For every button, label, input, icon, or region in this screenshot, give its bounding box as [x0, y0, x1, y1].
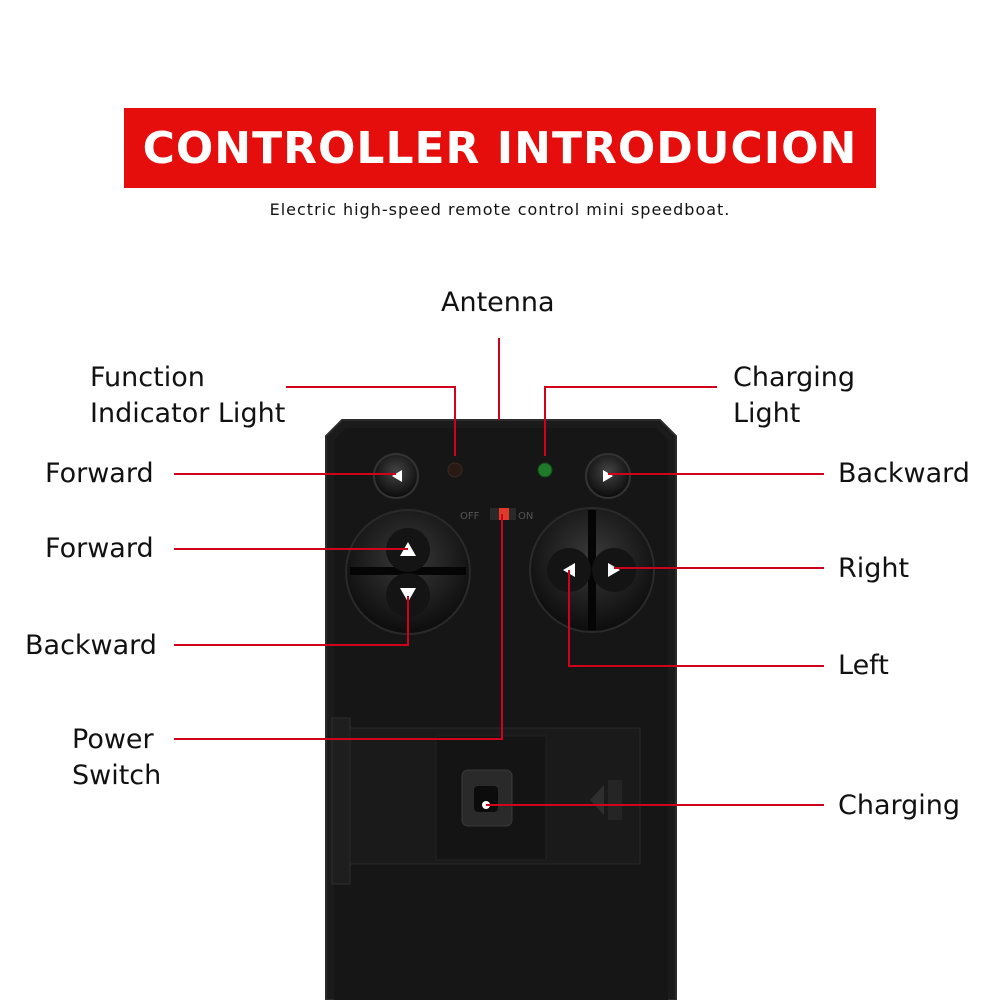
- forward-small-arrow-icon: [392, 470, 402, 482]
- charging-light-label-line1: Charging: [733, 362, 856, 393]
- charging-label: Charging: [838, 790, 961, 821]
- function-indicator-label-line1: Function: [90, 362, 205, 393]
- switch-on-text: ON: [518, 511, 533, 522]
- backward-small-label: Backward: [838, 458, 970, 489]
- forward-label: Forward: [45, 533, 154, 564]
- title-banner: CONTROLLER INTRODUCION: [124, 108, 876, 188]
- power-switch-label-line1: Power: [72, 724, 154, 755]
- switch-off-text: OFF: [460, 511, 480, 522]
- function-indicator-light: [447, 462, 463, 478]
- cover-arrow-icon: [590, 785, 604, 815]
- charging-light-leader: [544, 386, 717, 456]
- forward-small-label: Forward: [45, 458, 154, 489]
- right-label: Right: [838, 553, 910, 584]
- power-switch-label-line2: Switch: [72, 760, 162, 791]
- charging-indicator-light: [537, 462, 553, 478]
- backward-label: Backward: [25, 630, 157, 661]
- right-arrow-icon: [608, 563, 620, 577]
- power-switch-leader: [174, 514, 503, 740]
- left-label: Left: [838, 650, 889, 681]
- function-indicator-leader: [286, 386, 456, 456]
- page-subtitle: Electric high-speed remote control mini …: [269, 200, 731, 219]
- backward-small-arrow-icon: [603, 470, 613, 482]
- antenna-label: Antenna: [441, 287, 555, 318]
- power-switch-knob: [499, 508, 509, 520]
- charging-light-label-line2: Light: [733, 398, 801, 429]
- backward-arrow-icon: [400, 588, 416, 602]
- leader-lines: [174, 338, 824, 806]
- cover-label: [608, 780, 622, 820]
- page-title: CONTROLLER INTRODUCION: [142, 122, 858, 174]
- left-leader: [568, 570, 824, 667]
- function-indicator-label-line2: Indicator Light: [90, 398, 286, 429]
- backward-leader: [174, 596, 409, 646]
- battery-cover: [331, 717, 351, 885]
